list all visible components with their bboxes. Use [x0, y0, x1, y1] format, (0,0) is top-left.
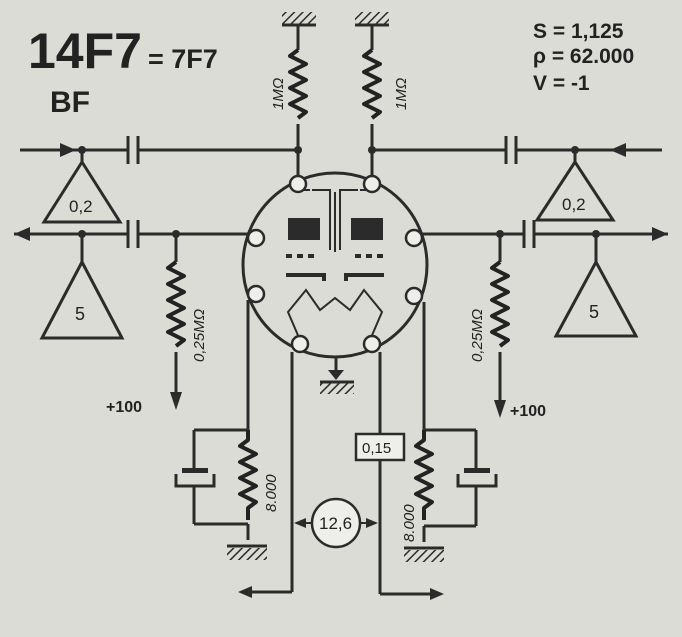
cathode-capacitor-right [456, 474, 498, 488]
ground-symbol-top-left [282, 12, 316, 24]
plate-resistor-right-value: 1MΩ [393, 78, 410, 110]
grid-resistor-left [166, 260, 186, 348]
plate-left [288, 218, 320, 240]
tube-equivalent-label: = 7F7 [148, 44, 218, 74]
heater-current-value: 0,15 [362, 440, 391, 457]
heater-filament [286, 288, 384, 341]
plate-resistor-right [362, 48, 382, 120]
output-triangle-right-value: 5 [589, 302, 599, 322]
pin-grid-right [404, 228, 424, 248]
input-triangle-left [41, 159, 123, 224]
grid-resistor-right-value: 0,25MΩ [469, 309, 486, 362]
spec-rho: ρ = 62.000 [533, 45, 634, 68]
pin-plate-right [362, 174, 382, 194]
ground-symbol-center [320, 382, 354, 394]
cathode-capacitor-left [174, 474, 216, 488]
supply-label-left: +100 [106, 399, 142, 416]
supply-label-right: +100 [510, 403, 546, 420]
output-arrow-right [652, 227, 668, 241]
spec-v: V = -1 [533, 72, 590, 95]
pin-cathode-left [246, 284, 266, 304]
input-arrow-left [60, 143, 76, 157]
plate-resistor-left [288, 48, 308, 120]
output-triangle-left [39, 258, 125, 340]
tube-type-label: 14F7 [28, 23, 142, 79]
cathode-resistor-left-value: 8.000 [263, 474, 280, 512]
cathode-resistor-left [238, 430, 258, 520]
heater-voltage-circle [310, 497, 362, 549]
cathode-left [286, 273, 326, 281]
plate-resistor-left-value: 1MΩ [270, 78, 287, 110]
grid-resistor-right [490, 260, 510, 348]
output-triangle-left-value: 5 [75, 304, 85, 324]
cathode-resistor-right [414, 430, 434, 520]
cathode-resistor-right-value: 8.000 [401, 504, 418, 542]
pin-heater-left [290, 334, 310, 354]
ground-symbol-bottom-left [227, 548, 267, 560]
cathode-right [344, 273, 384, 281]
grid-resistor-left-value: 0,25MΩ [191, 309, 208, 362]
heater-current-box [354, 432, 406, 462]
pin-plate-left [288, 174, 308, 194]
output-triangle-right [553, 258, 639, 338]
grid-right [355, 254, 383, 258]
grid-left [286, 254, 314, 258]
spec-s: S = 1,125 [533, 20, 624, 43]
input-triangle-left-value: 0,2 [69, 197, 93, 216]
pin-heater-right [362, 334, 382, 354]
function-label: BF [50, 86, 90, 119]
output-arrow-left [14, 227, 30, 241]
ground-symbol-bottom-right [404, 550, 444, 562]
pin-cathode-right [404, 286, 424, 306]
ground-symbol-top-right [355, 12, 389, 24]
input-triangle-right [534, 159, 616, 222]
input-arrow-right [610, 143, 626, 157]
plate-right [351, 218, 383, 240]
heater-voltage-value: 12,6 [319, 514, 352, 533]
input-triangle-right-value: 0,2 [562, 195, 586, 214]
pin-grid-left [246, 228, 266, 248]
